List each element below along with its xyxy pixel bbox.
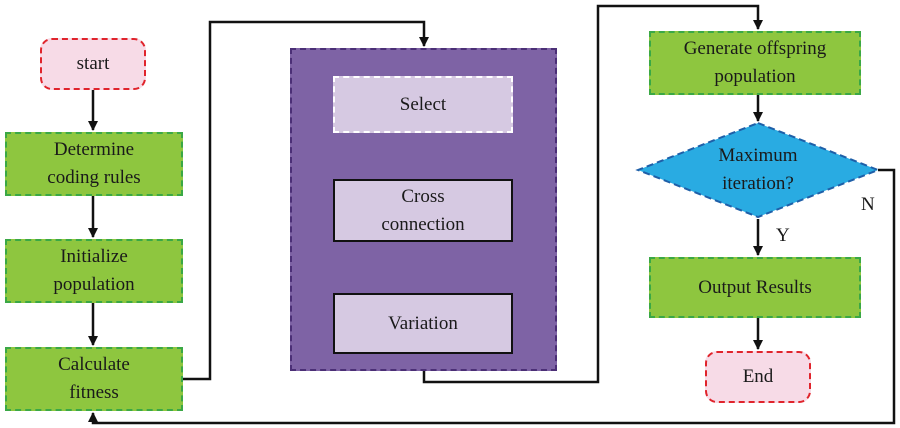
calculate-fitness-label: Calculate fitness bbox=[58, 354, 130, 403]
arrow-panel-to-generate bbox=[422, 4, 763, 384]
variation-label: Variation bbox=[388, 312, 458, 334]
variation-node: Variation bbox=[333, 293, 513, 354]
no-edge-label: N bbox=[861, 194, 875, 215]
generate-offspring-node: Generate offspring population bbox=[649, 31, 861, 95]
select-label: Select bbox=[399, 93, 447, 115]
decision-label: Maximum iteration? bbox=[718, 145, 798, 194]
end-label: End bbox=[742, 366, 774, 388]
yes-edge-label: Y bbox=[776, 225, 790, 246]
arrow-decision-no-loop bbox=[88, 168, 896, 425]
decision-diamond bbox=[635, 121, 881, 219]
select-node: Select bbox=[333, 76, 513, 133]
end-node: End bbox=[705, 351, 811, 403]
output-results-label: Output Results bbox=[698, 276, 812, 298]
output-results-node: Output Results bbox=[649, 257, 861, 318]
generate-offspring-label: Generate offspring population bbox=[683, 38, 827, 87]
initialize-population-node: Initialize population bbox=[5, 239, 183, 303]
determine-coding-rules-node: Determine coding rules bbox=[5, 132, 183, 196]
cross-connection-node: Cross connection bbox=[333, 179, 513, 242]
initialize-population-label: Initialize population bbox=[53, 246, 135, 295]
start-label: start bbox=[76, 53, 110, 75]
decision-label-box: Maximum iteration? bbox=[678, 140, 838, 200]
calculate-fitness-node: Calculate fitness bbox=[5, 347, 183, 411]
cross-connection-label: Cross connection bbox=[381, 185, 465, 235]
determine-coding-rules-label: Determine coding rules bbox=[47, 139, 141, 188]
arrow-calculate-to-panel bbox=[183, 20, 429, 381]
start-node: start bbox=[40, 38, 146, 90]
